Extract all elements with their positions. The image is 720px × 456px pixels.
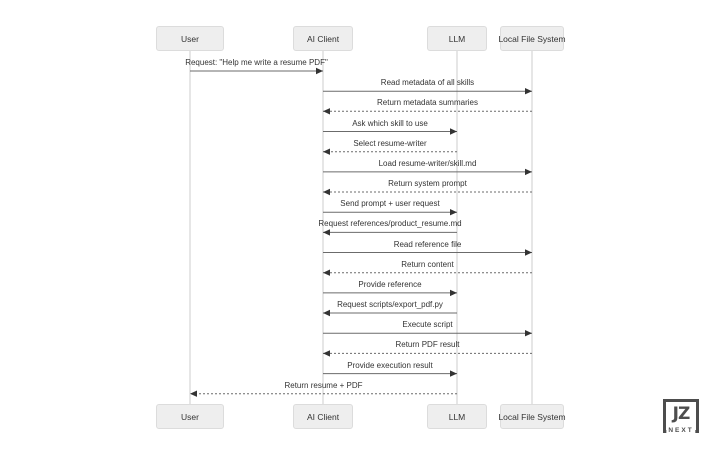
- message-arrowhead-11: [450, 289, 457, 297]
- message-label-3: Ask which skill to use: [352, 118, 428, 128]
- message-label-5: Load resume-writer/skill.md: [378, 158, 477, 168]
- message-label-6: Return system prompt: [388, 179, 467, 188]
- message-arrowhead-4: [323, 148, 330, 155]
- message-arrowhead-5: [525, 168, 532, 176]
- message-label-12: Request scripts/export_pdf.py: [337, 300, 443, 309]
- message-arrowhead-1: [525, 88, 532, 95]
- message-label-8: Request references/product_resume.md: [318, 219, 462, 229]
- message-arrowhead-9: [525, 249, 532, 256]
- message-label-7: Send prompt + user request: [340, 199, 440, 209]
- message-arrowhead-12: [323, 309, 330, 317]
- participant-lfs-top-box: Local File System: [498, 26, 566, 51]
- logo-jz-text: JZ: [672, 404, 691, 424]
- logo-next-text: NEXT: [666, 427, 696, 434]
- message-arrowhead-8: [323, 229, 330, 236]
- message-label-11: Provide reference: [358, 279, 422, 289]
- message-arrowhead-2: [323, 108, 330, 115]
- message-arrowhead-14: [323, 350, 330, 357]
- message-label-16: Return resume + PDF: [284, 380, 363, 390]
- participant-ai-client-bottom-box: AI Client: [293, 404, 353, 429]
- message-label-9: Read reference file: [393, 239, 462, 249]
- message-label-13: Execute script: [402, 320, 453, 330]
- message-arrowhead-10: [323, 269, 330, 276]
- participant-lfs-bottom-box: Local File System: [498, 404, 566, 429]
- participant-llm-bottom-box: LLM: [427, 404, 487, 429]
- message-label-10: Return content: [401, 259, 454, 269]
- message-label-0: Request: "Help me write a resume PDF": [185, 58, 328, 67]
- message-arrowhead-0: [316, 67, 323, 75]
- message-arrowhead-3: [450, 128, 457, 135]
- message-arrowhead-6: [323, 188, 330, 196]
- jz-next-logo: JZ NEXT: [661, 397, 701, 439]
- participant-ai-client-top-box: AI Client: [293, 26, 353, 51]
- message-label-15: Provide execution result: [347, 360, 433, 370]
- participant-user-bottom-box: User: [156, 404, 224, 429]
- message-label-2: Return metadata summaries: [377, 98, 478, 108]
- message-label-14: Return PDF result: [395, 340, 460, 350]
- message-arrowhead-15: [450, 370, 457, 377]
- message-label-1: Read metadata of all skills: [380, 78, 475, 88]
- message-arrowhead-13: [525, 330, 532, 337]
- message-arrowhead-16: [190, 390, 197, 397]
- message-label-4: Select resume-writer: [353, 138, 427, 148]
- participant-user-top-box: User: [156, 26, 224, 51]
- message-arrowhead-7: [450, 209, 457, 216]
- participant-llm-top-box: LLM: [427, 26, 487, 51]
